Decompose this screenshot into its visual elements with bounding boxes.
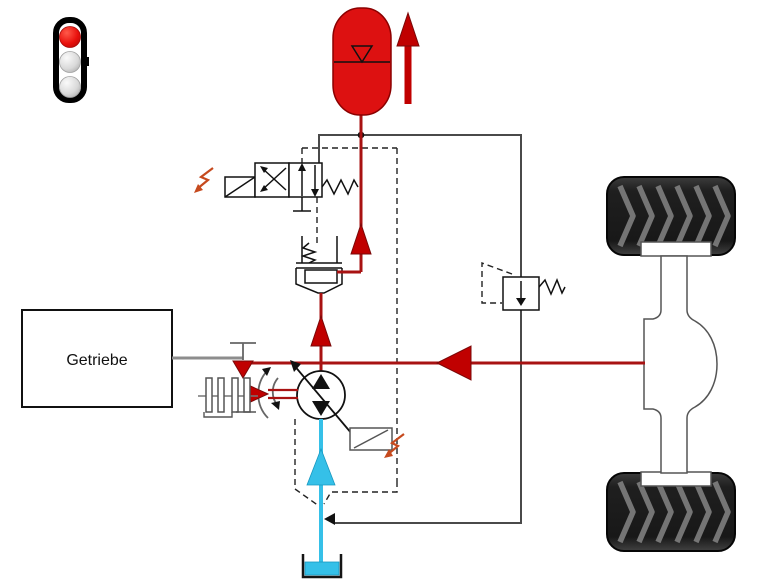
clutch-assembly (198, 342, 258, 418)
clutch-plate (231, 377, 239, 413)
axle-differential-housing (643, 255, 718, 474)
drain-port (293, 197, 311, 212)
solenoid-diagonal (353, 429, 389, 449)
torque-arrow-down (232, 360, 254, 379)
relief-valve (502, 276, 566, 311)
clutch-plate (205, 377, 213, 413)
relief-valve-pilot (481, 261, 513, 304)
check-valve-core (304, 269, 338, 284)
enclosure-left (294, 419, 320, 507)
suction-arrow-up (306, 447, 336, 486)
pump-shaft (268, 388, 298, 400)
lightning-icon (386, 433, 405, 456)
check-valve (295, 236, 343, 294)
clutch-bracket (203, 412, 233, 418)
pilot-lines-dashed (294, 147, 513, 507)
lightning-arrowhead (384, 449, 393, 458)
pressure-lines (243, 113, 645, 381)
pump-triangle-down (312, 401, 330, 416)
gearbox-label: Getriebe (66, 352, 127, 369)
solenoid-valve (194, 162, 359, 212)
tank-circuit (301, 419, 343, 579)
displacement-solenoid (349, 427, 405, 458)
gearbox-box (21, 309, 173, 408)
flow-arrow-up (310, 314, 332, 347)
bearing-mount (230, 342, 256, 360)
wheel-hub-plate-top (640, 241, 712, 257)
relief-valve-spring (538, 278, 566, 296)
variable-arrow-head (290, 360, 301, 372)
accumulator (332, 7, 420, 116)
check-valve-spring (300, 242, 318, 264)
pump-triangle-up (312, 374, 330, 389)
solenoid-diagonal (224, 176, 256, 198)
charge-arrow-head (396, 11, 420, 47)
flow-arrow-left-large (435, 345, 472, 381)
tank-fluid (304, 561, 340, 576)
traffic-light-tab (84, 57, 89, 66)
variable-displacement-arrow (292, 363, 353, 435)
gas-triangle-icon (350, 45, 374, 64)
flow-arrow-up (350, 222, 372, 255)
pump-motor-unit (245, 360, 353, 435)
green-light-off-icon (59, 76, 81, 98)
clutch-plate (243, 377, 251, 413)
yellow-light-off-icon (59, 51, 81, 73)
lightning-icon (196, 167, 214, 190)
red-light-on-icon (59, 26, 81, 48)
lightning-arrowhead (194, 184, 203, 193)
wheel-hub-plate-bottom (640, 471, 712, 487)
traffic-light-icon (53, 17, 89, 103)
check-valve-poppet (295, 268, 343, 294)
drive-axle (607, 177, 735, 551)
tank-icon (301, 554, 343, 579)
valve-spring (321, 178, 359, 196)
gearbox-block: Getriebe (21, 309, 243, 408)
enclosure-bottom (323, 481, 398, 505)
line-end-arrowhead (324, 513, 335, 525)
clutch-plate (217, 377, 225, 413)
